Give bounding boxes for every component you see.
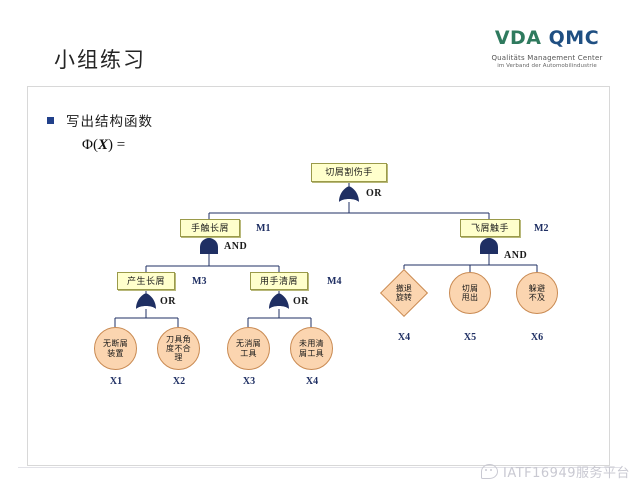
structure-function-formula: Φ(X) = [82,137,125,154]
footer-watermark: IATF16949服务平台 [481,462,630,481]
vda-qmc-logo: VDA QMC Qualitäts Management Center im V… [472,28,622,69]
formula-suffix: ) = [107,137,126,153]
page-title: 小组练习 [54,48,146,72]
logo-wordmark: VDA QMC [472,28,622,49]
formula-prefix: Φ( [82,137,98,153]
footer-watermark-label: IATF16949服务平台 [503,466,630,481]
logo-qmc-text: QMC [548,27,600,49]
logo-subtitle-primary: Qualitäts Management Center [491,53,603,62]
logo-subtitle-secondary: im Verband der Automobilindustrie [497,62,597,69]
footer-divider [18,467,622,468]
bullet-item: 写出结构函数 [47,110,153,130]
logo-vda-text: VDA [494,27,542,49]
bullet-item-label: 写出结构函数 [66,114,153,130]
formula-variable: X [97,137,108,153]
wechat-icon [481,464,498,479]
bullet-square-icon [47,116,54,124]
